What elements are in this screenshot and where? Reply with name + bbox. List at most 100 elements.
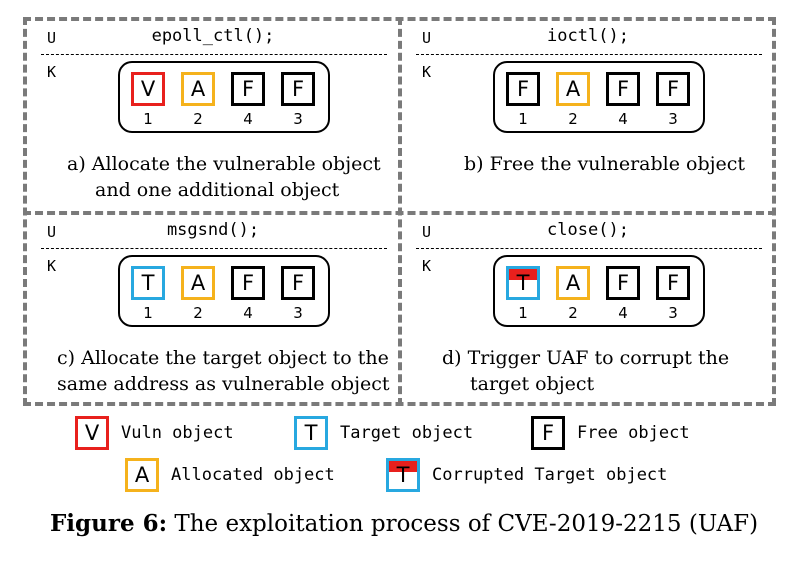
slab-cache: T A F F 1 2 4 3: [118, 255, 330, 327]
slot-3: F: [231, 266, 265, 300]
slab-cache: F A F F 1 2 4 3: [493, 61, 705, 133]
slot-1: V: [131, 72, 165, 106]
caption-line-1: c) Allocate the target object to the: [57, 347, 389, 369]
kernel-space-label: K: [47, 63, 57, 81]
caption-line-2: same address as vulnerable object: [57, 373, 390, 395]
corruption-mark: [389, 461, 417, 472]
legend-swatch: T: [386, 458, 420, 492]
slot-index: 4: [618, 304, 628, 322]
caption-line-1: d) Trigger UAF to corrupt the: [442, 347, 730, 369]
kernel-space-label: K: [47, 257, 57, 275]
slot-letter: T: [141, 271, 155, 295]
slot-1: T: [506, 266, 540, 300]
slot-4: F: [656, 266, 690, 300]
legend-swatch: A: [125, 458, 159, 492]
user-kernel-boundary: [41, 248, 387, 249]
caption-line-1: a) Allocate the vulnerable object: [67, 153, 381, 175]
slot-3: F: [231, 72, 265, 106]
kernel-space-label: K: [422, 257, 432, 275]
slot-index: 1: [518, 304, 528, 322]
slot-letter: F: [666, 77, 680, 101]
slot-index: 1: [518, 110, 528, 128]
kernel-space-label: K: [422, 63, 432, 81]
slot-2: A: [181, 266, 215, 300]
slot-4: F: [281, 72, 315, 106]
legend-label: Target object: [340, 423, 474, 443]
figure-caption-text: The exploitation process of CVE-2019-221…: [167, 511, 759, 537]
user-space-label: U: [47, 223, 57, 241]
legend-swatch: T: [294, 416, 328, 450]
user-kernel-boundary: [416, 54, 762, 55]
user-space-label: U: [422, 223, 432, 241]
slot-letter: F: [666, 271, 680, 295]
step-caption: d) Trigger UAF to corrupt the target obj…: [442, 345, 729, 397]
slot-letter: T: [516, 271, 530, 295]
slot-index: 1: [143, 304, 153, 322]
legend-label: Corrupted Target object: [432, 465, 668, 485]
legend-swatch: F: [531, 416, 565, 450]
swatch-letter: T: [304, 421, 318, 445]
legend-allocated: A Allocated object: [125, 458, 335, 492]
panel-c: U msgsnd(); K T A F F 1 2 4 3 c) Allocat…: [27, 215, 399, 407]
legend-label: Vuln object: [121, 423, 234, 443]
caption-line-2: and one additional object: [95, 179, 340, 201]
legend-label: Free object: [577, 423, 690, 443]
legend-vuln: V Vuln object: [75, 416, 234, 450]
panel-d: U close(); K T A F F 1 2 4 3 d) Trigger …: [402, 215, 774, 407]
slot-1: F: [506, 72, 540, 106]
slot-3: F: [606, 72, 640, 106]
figure-number: Figure 6:: [49, 510, 168, 537]
slot-letter: A: [565, 271, 581, 295]
slot-1: T: [131, 266, 165, 300]
user-kernel-boundary: [416, 248, 762, 249]
legend-swatch: V: [75, 416, 109, 450]
legend-target: T Target object: [294, 416, 473, 450]
corruption-mark: [509, 269, 537, 280]
slot-index: 3: [668, 304, 678, 322]
slot-index: 4: [243, 110, 253, 128]
slot-2: A: [556, 72, 590, 106]
slot-index: 2: [568, 110, 578, 128]
slot-index: 2: [193, 304, 203, 322]
slot-letter: F: [516, 77, 530, 101]
user-space-label: U: [47, 29, 57, 47]
slot-index: 4: [618, 110, 628, 128]
slot-index: 2: [568, 304, 578, 322]
swatch-letter: A: [134, 463, 150, 487]
swatch-letter: V: [84, 421, 100, 445]
syscall-label: ioctl();: [547, 26, 629, 46]
step-caption: a) Allocate the vulnerable object and on…: [67, 151, 381, 203]
slot-4: F: [656, 72, 690, 106]
slab-cache: T A F F 1 2 4 3: [493, 255, 705, 327]
slot-index: 3: [293, 304, 303, 322]
slot-letter: F: [291, 77, 305, 101]
caption-line-1: b) Free the vulnerable object: [464, 153, 746, 175]
slot-letter: F: [616, 271, 630, 295]
slot-2: A: [181, 72, 215, 106]
step-caption: b) Free the vulnerable object: [464, 151, 745, 177]
slot-letter: F: [241, 77, 255, 101]
slot-letter: F: [291, 271, 305, 295]
figure-caption: Figure 6: The exploitation process of CV…: [0, 510, 808, 537]
slot-index: 3: [293, 110, 303, 128]
slot-letter: V: [140, 77, 156, 101]
slot-4: F: [281, 266, 315, 300]
syscall-label: epoll_ctl();: [151, 26, 275, 46]
slot-index: 1: [143, 110, 153, 128]
swatch-letter: T: [396, 463, 410, 487]
syscall-label: close();: [547, 220, 629, 240]
slot-letter: F: [241, 271, 255, 295]
panel-b: U ioctl(); K F A F F 1 2 4 3 b) Free the…: [402, 21, 774, 213]
legend-free: F Free object: [531, 416, 690, 450]
slot-letter: A: [565, 77, 581, 101]
slot-letter: A: [190, 77, 206, 101]
slot-index: 3: [668, 110, 678, 128]
horizontal-divider: [23, 211, 776, 215]
legend-corrupted: T Corrupted Target object: [386, 458, 667, 492]
swatch-letter: F: [541, 421, 555, 445]
slot-3: F: [606, 266, 640, 300]
slot-2: A: [556, 266, 590, 300]
slot-index: 4: [243, 304, 253, 322]
step-caption: c) Allocate the target object to the sam…: [57, 345, 390, 397]
